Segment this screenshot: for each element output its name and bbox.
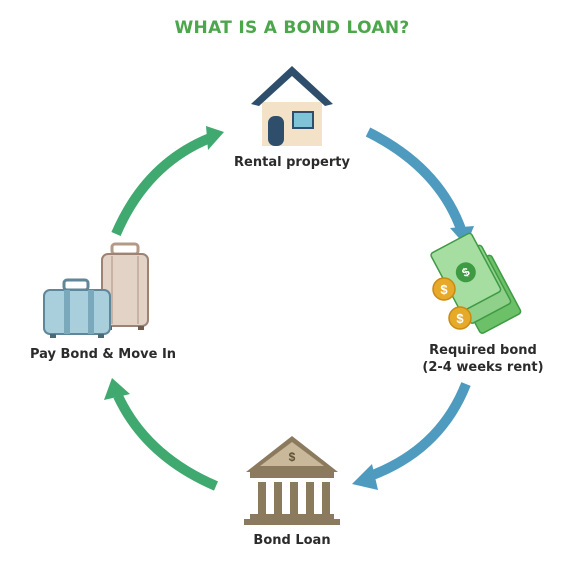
arrow-rental-to-required [365,127,474,246]
luggage-icon [43,242,149,338]
coin-symbol: $ [456,311,464,326]
required-bond-line2: (2-4 weeks rent) [422,360,544,375]
arrow-required-to-loan [352,382,471,490]
bank-icon: $ [244,436,340,525]
required-bond-line1: Required bond [429,343,537,358]
coin-symbol: $ [440,282,448,297]
step-label-required-bond: Required bond (2-4 weeks rent) [408,342,558,376]
diagram-title: WHAT IS A BOND LOAN? [174,18,410,38]
arrow-loan-to-pay [104,378,218,491]
step-label-pay-bond: Pay Bond & Move In [29,347,177,362]
step-label-bond-loan: Bond Loan [253,533,331,548]
bank-dollar-symbol: $ [289,450,296,464]
house-icon [251,66,333,146]
step-label-rental-property: Rental property [234,155,350,170]
arrow-pay-to-rental [111,126,224,236]
money-icon: $ $ $ [430,232,522,334]
